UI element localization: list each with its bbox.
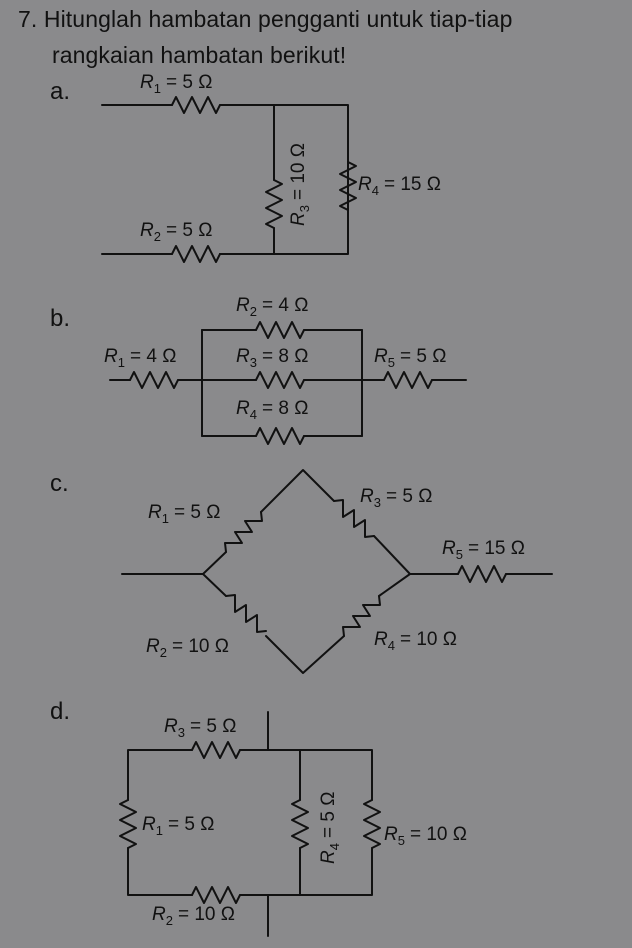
label-a-r1: R1= 5 Ω <box>140 72 212 96</box>
label-d-r4: R4= 5 Ω <box>318 792 342 864</box>
wire <box>239 749 301 801</box>
part-b-label: b. <box>50 305 71 332</box>
wire <box>260 469 335 513</box>
resistor-r3-symbol <box>265 179 283 229</box>
resistor-r3-symbol <box>333 499 375 538</box>
wire <box>299 749 373 801</box>
wire <box>239 847 373 896</box>
resistor-r3-symbol <box>255 371 305 389</box>
resistor-r4-symbol <box>342 595 381 637</box>
wire <box>373 535 411 575</box>
label-c-r3: R3= 5 Ω <box>360 486 432 510</box>
resistor-r4-symbol <box>255 427 305 445</box>
label-b-r3: R3= 8 Ω <box>236 346 308 370</box>
resistor-r2-symbol <box>171 245 221 263</box>
circuit-d <box>119 711 381 937</box>
question-instruction: Hitunglah hambatan pengganti untuk tiap-… <box>43 6 513 32</box>
resistor-r5-symbol <box>457 565 507 583</box>
question-line-2: rangkaian hambatan berikut! <box>52 42 347 68</box>
label-b-r2: R2= 4 Ω <box>236 295 308 319</box>
resistor-r4-symbol <box>291 799 309 849</box>
label-c-r2: R2= 10 Ω <box>146 636 229 660</box>
part-c-label: c. <box>50 470 69 497</box>
wire <box>265 635 345 674</box>
wire <box>378 573 411 597</box>
resistor-r1-symbol <box>224 511 263 553</box>
wire <box>127 847 193 896</box>
wire <box>202 573 227 597</box>
label-d-r3: R3= 5 Ω <box>164 716 236 740</box>
wire <box>127 749 193 801</box>
resistor-r1-symbol <box>129 371 179 389</box>
wire <box>202 551 227 575</box>
wire <box>219 104 349 255</box>
label-b-r4: R4= 8 Ω <box>236 398 308 422</box>
label-b-r1: R1= 4 Ω <box>104 346 176 370</box>
label-a-r4: R4= 15 Ω <box>358 174 441 198</box>
resistor-r1-symbol <box>119 799 137 849</box>
label-d-r2: R2= 10 Ω <box>152 904 235 928</box>
question-number: 7. <box>18 6 38 32</box>
part-a-label: a. <box>50 78 71 105</box>
part-d-label: d. <box>50 698 71 725</box>
wire <box>219 227 275 255</box>
label-c-r4: R4= 10 Ω <box>374 629 457 653</box>
label-b-r5: R5= 5 Ω <box>374 346 446 370</box>
label-a-r3: R3= 10 Ω <box>288 143 312 226</box>
circuit-b <box>109 321 467 445</box>
label-d-r5: R5= 10 Ω <box>384 824 467 848</box>
resistor-r2-symbol <box>225 594 267 633</box>
circuit-a <box>101 96 357 263</box>
resistor-r1-symbol <box>171 96 221 114</box>
resistor-r3-symbol <box>191 741 241 759</box>
label-d-r1: R1= 5 Ω <box>142 814 214 838</box>
resistor-r2-symbol <box>255 321 305 339</box>
resistor-r5-symbol <box>363 799 381 849</box>
label-a-r2: R2= 5 Ω <box>140 220 212 244</box>
resistor-r4-symbol <box>339 161 357 211</box>
label-c-r1: R1= 5 Ω <box>148 502 220 526</box>
circuit-c <box>121 469 553 674</box>
question-line-1: 7. Hitunglah hambatan pengganti untuk ti… <box>18 6 512 33</box>
resistor-r2-symbol <box>191 886 241 904</box>
label-c-r5: R5= 15 Ω <box>442 538 525 562</box>
resistor-r5-symbol <box>383 371 433 389</box>
